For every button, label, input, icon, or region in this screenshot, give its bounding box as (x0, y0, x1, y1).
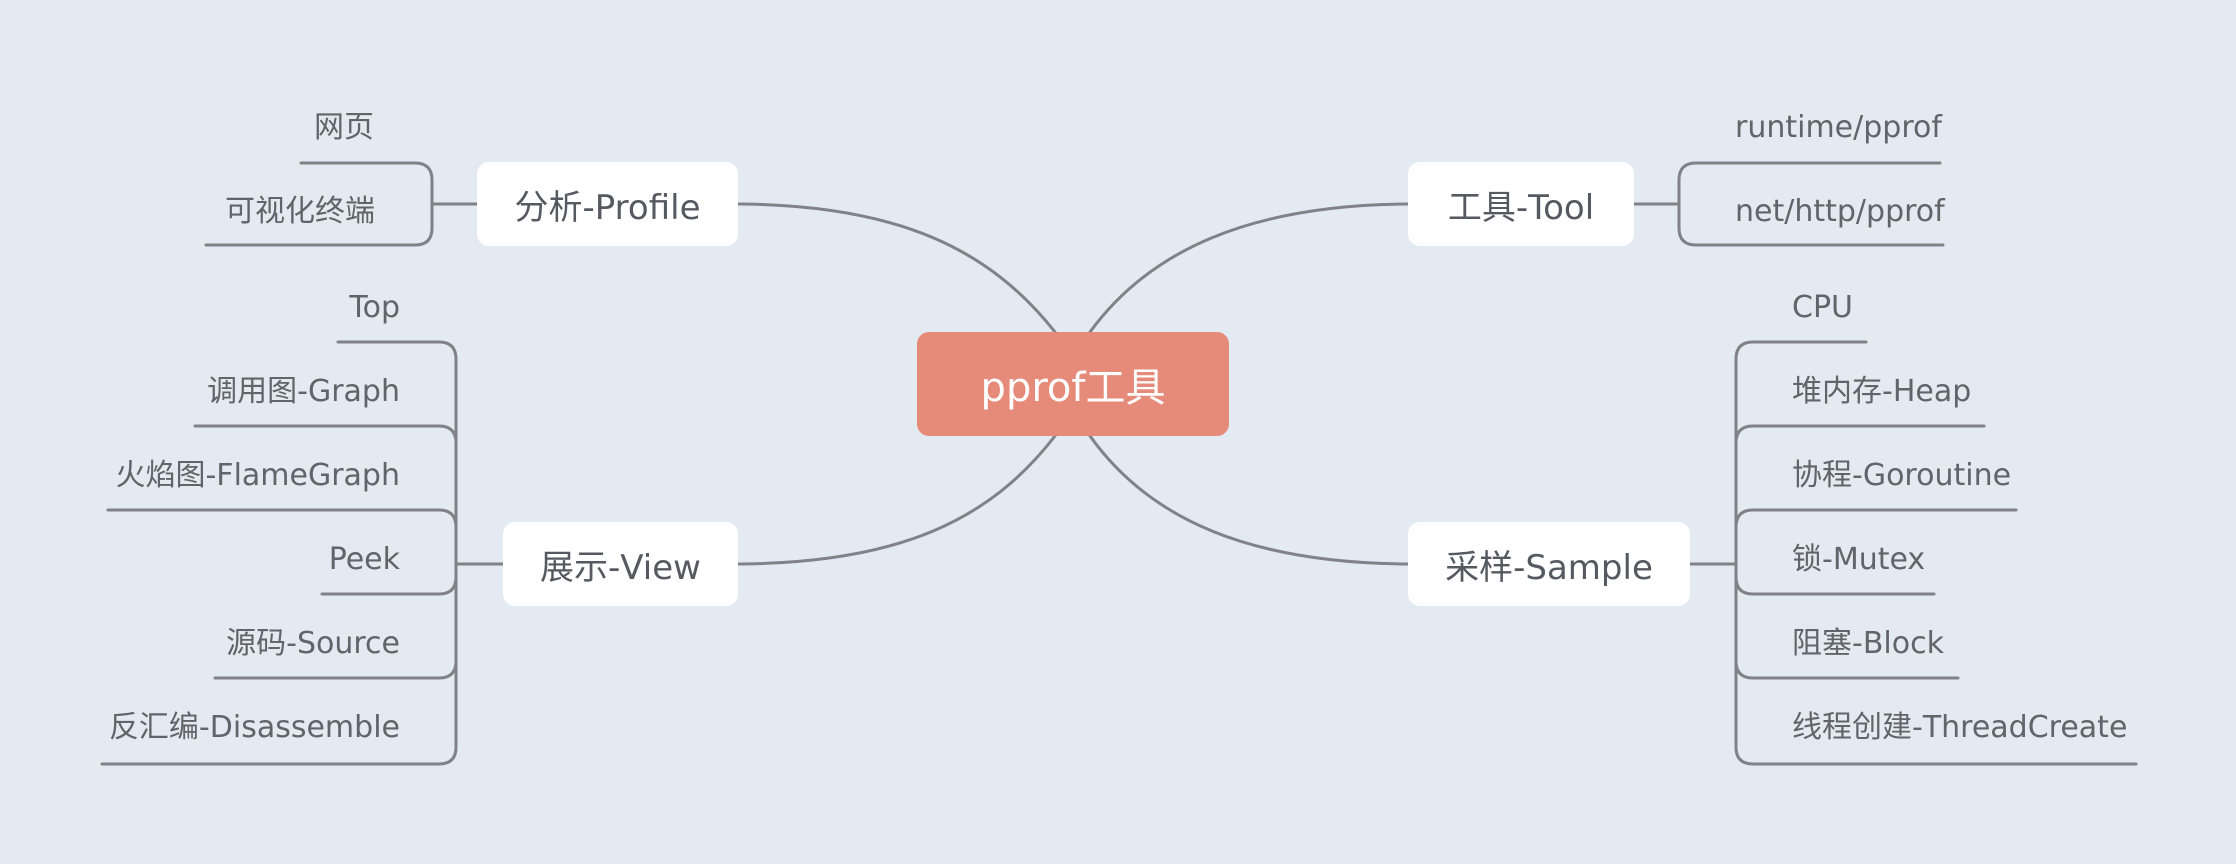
connector-center-view (736, 434, 1057, 566)
connector-view-bracket (100, 340, 458, 766)
leaf-sample-block[interactable]: 阻塞-Block (1792, 626, 1944, 661)
leaf-view-flamegraph[interactable]: 火焰图-FlameGraph (115, 458, 400, 493)
branch-label-view: 展示-View (540, 547, 701, 588)
leaf-tool-net-http-pprof[interactable]: net/http/pprof (1735, 194, 1945, 229)
leaf-view-graph[interactable]: 调用图-Graph (207, 374, 400, 409)
center-node[interactable]: pprof工具 (917, 332, 1229, 436)
leaf-view-source[interactable]: 源码-Source (226, 626, 400, 661)
leaf-view-top[interactable]: Top (349, 290, 400, 325)
branch-node-profile[interactable]: 分析-Profile (477, 162, 738, 246)
branch-label-sample: 采样-Sample (1445, 547, 1653, 588)
leaf-sample-mutex[interactable]: 锁-Mutex (1792, 542, 1926, 577)
connector-sample-tick-goroutine (1734, 508, 2018, 529)
branch-node-sample[interactable]: 采样-Sample (1408, 522, 1690, 606)
connector-view-tick-flame (106, 508, 458, 529)
connector-view-tick-source (213, 659, 458, 680)
leaf-profile-web[interactable]: 网页 (314, 110, 374, 145)
branch-label-profile: 分析-Profile (514, 187, 701, 228)
branch-node-view[interactable]: 展示-View (503, 522, 738, 606)
connector-sample-tick-heap (1734, 424, 1986, 445)
branch-label-tool: 工具-Tool (1447, 187, 1595, 228)
leaf-tool-runtime-pprof[interactable]: runtime/pprof (1735, 110, 1942, 145)
connector-center-profile (736, 202, 1057, 334)
connector-view-tick-graph (193, 424, 458, 445)
connector-view-tick-peek (320, 575, 458, 596)
connector-center-tool (1088, 202, 1410, 334)
leaf-profile-terminal[interactable]: 可视化终端 (225, 194, 375, 229)
connector-sample-bracket (1734, 340, 2138, 766)
leaf-view-disassemble[interactable]: 反汇编-Disassemble (108, 710, 400, 745)
leaf-sample-threadcreate[interactable]: 线程创建-ThreadCreate (1792, 710, 2128, 745)
connector-sample-tick-mutex (1734, 575, 1936, 596)
leaf-sample-heap[interactable]: 堆内存-Heap (1792, 374, 1972, 409)
connector-center-sample (1088, 434, 1410, 566)
connector-profile-bracket (204, 161, 434, 247)
connector-tool-bracket (1677, 161, 1945, 247)
leaf-sample-goroutine[interactable]: 协程-Goroutine (1792, 458, 2012, 493)
center-node-label: pprof工具 (980, 365, 1166, 411)
branch-node-tool[interactable]: 工具-Tool (1408, 162, 1634, 246)
connector-sample-tick-block (1734, 659, 1960, 680)
leaf-sample-cpu[interactable]: CPU (1792, 290, 1853, 325)
leaf-view-peek[interactable]: Peek (328, 542, 400, 577)
